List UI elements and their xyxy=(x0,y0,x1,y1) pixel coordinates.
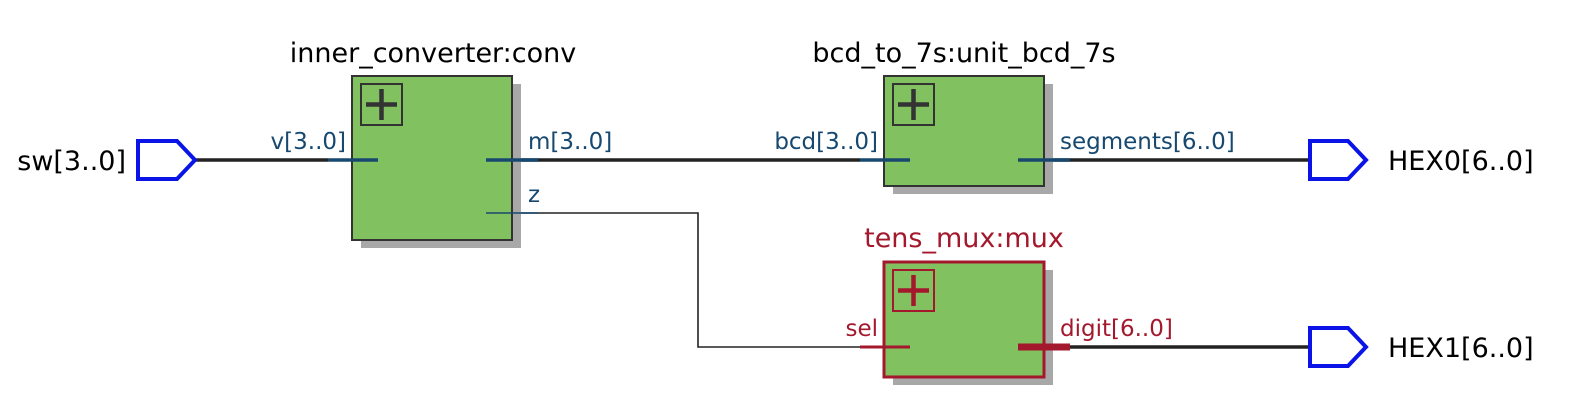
port-label-segments: segments[6..0] xyxy=(1060,129,1235,155)
port-label-z: z xyxy=(528,182,540,208)
output-pin-hex1[interactable]: HEX1[6..0] xyxy=(1308,326,1534,368)
block-body xyxy=(351,75,513,241)
block-title: tens_mux:mux xyxy=(864,223,1064,254)
wire-z-to-sel[interactable] xyxy=(486,212,860,348)
input-pin-sw[interactable]: sw[3..0] xyxy=(17,139,198,181)
block-title: bcd_to_7s:unit_bcd_7s xyxy=(812,38,1115,69)
expand-icon[interactable] xyxy=(360,83,403,126)
output-pin-label: HEX1[6..0] xyxy=(1388,333,1534,364)
port-label-v: v[3..0] xyxy=(271,129,346,155)
block-tens-mux[interactable]: tens_mux:mux sel digit[6..0] xyxy=(845,223,1173,385)
input-pin-label: sw[3..0] xyxy=(17,146,126,177)
output-pin-label: HEX0[6..0] xyxy=(1388,146,1534,177)
port-label-digit: digit[6..0] xyxy=(1060,316,1173,342)
block-body xyxy=(882,260,1046,379)
block-bcd-to-7s[interactable]: bcd_to_7s:unit_bcd_7s bcd[3..0] segments… xyxy=(774,38,1235,194)
expand-icon[interactable] xyxy=(892,269,935,312)
port-label-bcd: bcd[3..0] xyxy=(774,129,878,155)
output-pin-hex0[interactable]: HEX0[6..0] xyxy=(1308,139,1534,181)
output-pin-icon xyxy=(1308,139,1369,181)
block-title: inner_converter:conv xyxy=(290,38,577,69)
block-inner-converter[interactable]: inner_converter:conv v[3..0] m[3..0] z xyxy=(271,38,613,248)
port-label-sel: sel xyxy=(845,316,878,342)
output-pin-icon xyxy=(1308,326,1369,368)
block-body xyxy=(883,75,1045,187)
input-pin-icon xyxy=(136,139,198,181)
port-label-m: m[3..0] xyxy=(528,129,612,155)
expand-icon[interactable] xyxy=(892,83,935,126)
